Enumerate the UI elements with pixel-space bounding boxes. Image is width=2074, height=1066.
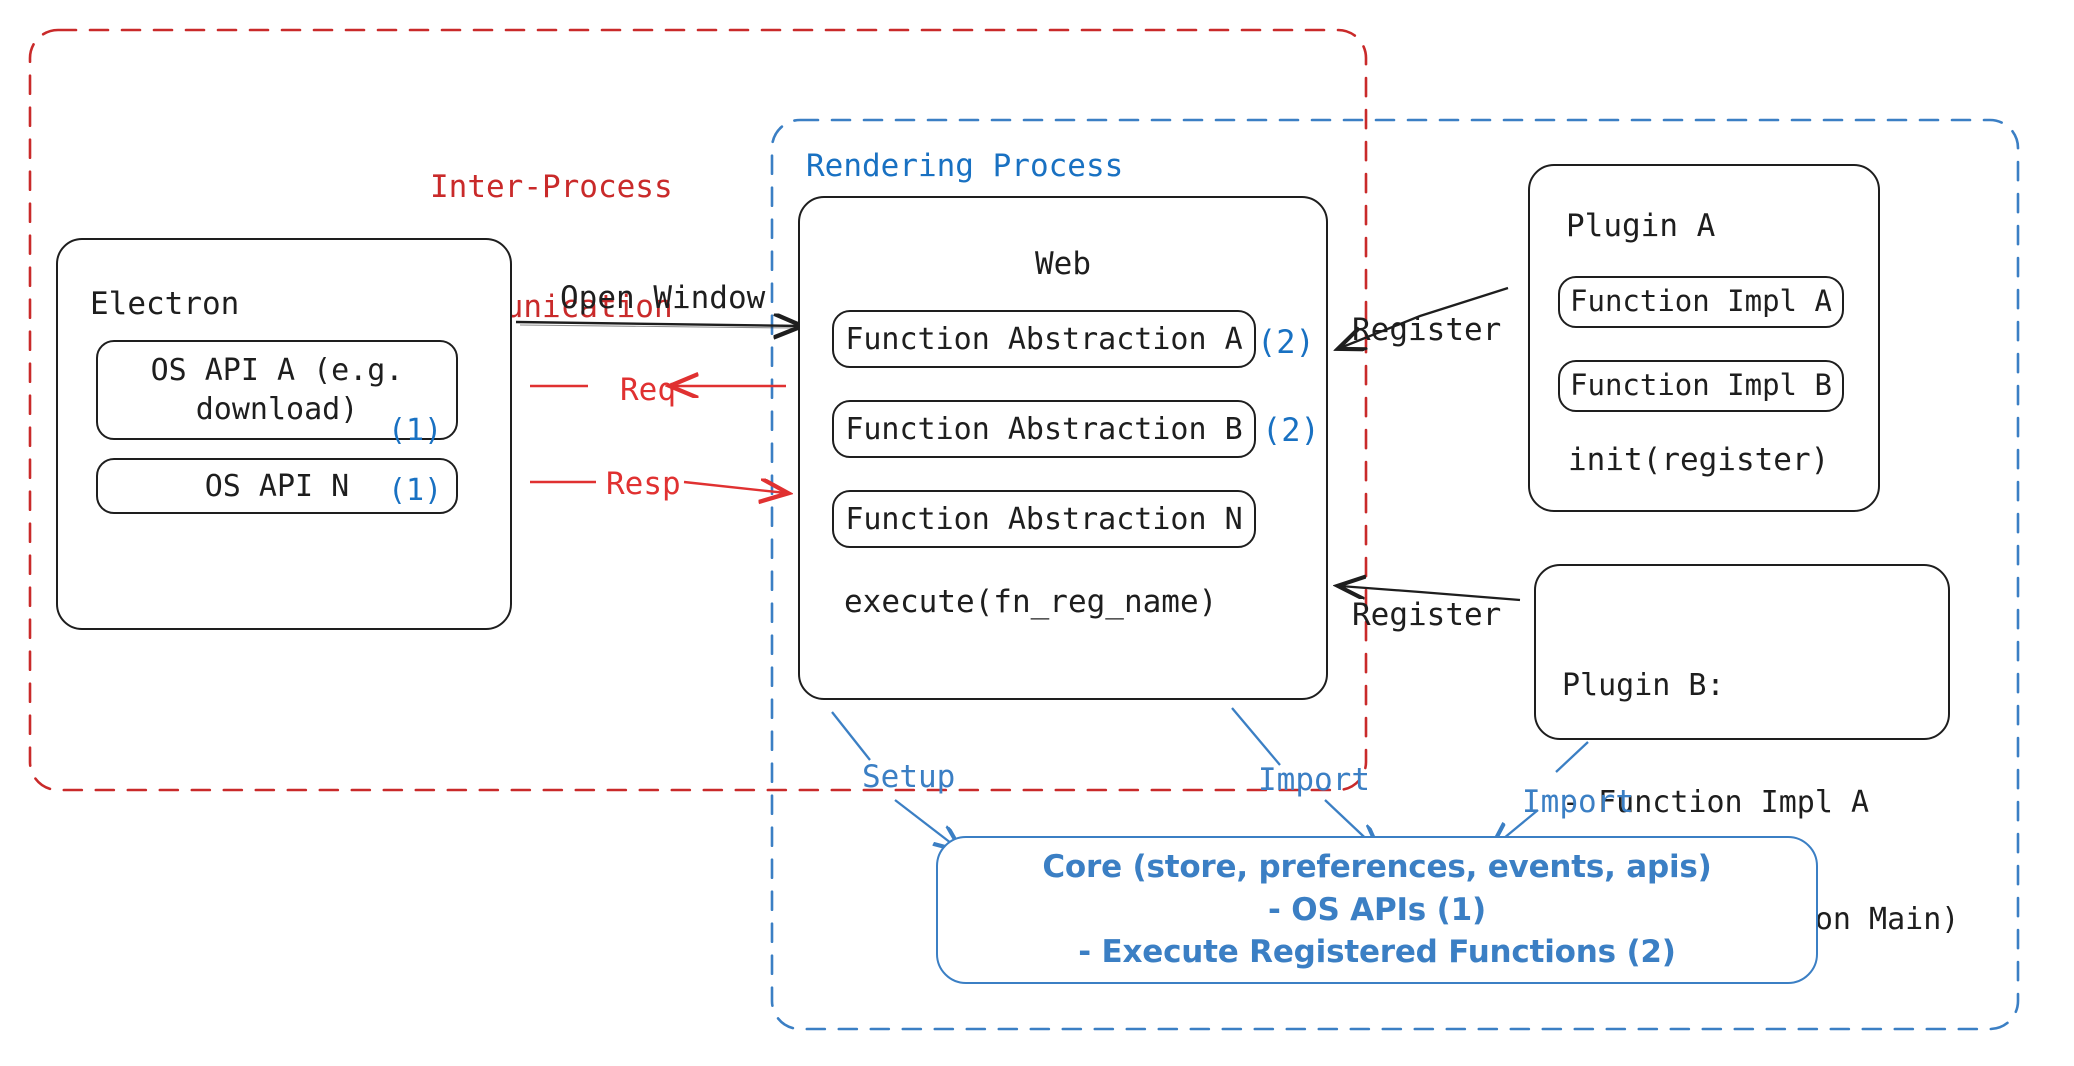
os-api-a-line-2: download) — [195, 392, 359, 427]
function-abstraction-n-text: Function Abstraction N — [845, 501, 1243, 537]
function-abstraction-b-label: Function Abstraction B — [834, 402, 1254, 456]
node-os-api-a[interactable]: OS API A (e.g. download) — [96, 340, 458, 440]
node-plugin-a[interactable]: Plugin A — [1528, 164, 1880, 512]
function-abstraction-a-text: Function Abstraction A — [845, 321, 1243, 357]
node-function-impl-b[interactable]: Function Impl B — [1558, 360, 1844, 412]
rendering-region-title: Rendering Process — [806, 148, 1124, 184]
node-core[interactable]: Core (store, preferences, events, apis) … — [936, 836, 1818, 984]
edge-label-register-plugin-b: Register — [1352, 597, 1502, 633]
node-function-abstraction-n[interactable]: Function Abstraction N — [832, 490, 1256, 548]
plugin-a-title: Plugin A — [1566, 208, 1716, 244]
web-title: Web — [1035, 246, 1091, 282]
os-api-n-label: OS API N — [98, 460, 456, 512]
node-function-abstraction-a[interactable]: Function Abstraction A — [832, 310, 1256, 368]
edge-label-resp: Resp — [606, 466, 681, 502]
function-abstraction-b-badge: (2) — [1262, 411, 1320, 449]
node-os-api-n[interactable]: OS API N — [96, 458, 458, 514]
node-function-abstraction-b[interactable]: Function Abstraction B — [832, 400, 1256, 458]
web-execute-footer: execute(fn_reg_name) — [844, 584, 1218, 620]
plugin-a-init-footer: init(register) — [1568, 442, 1830, 478]
function-impl-a-text: Function Impl A — [1570, 284, 1832, 319]
node-function-impl-a[interactable]: Function Impl A — [1558, 276, 1844, 328]
edge-label-setup: Setup — [862, 759, 956, 795]
function-impl-b-label: Function Impl B — [1560, 362, 1842, 410]
function-abstraction-b-text: Function Abstraction B — [845, 411, 1243, 447]
plugin-b-line-1: Plugin B: — [1562, 668, 1725, 703]
electron-title: Electron — [90, 286, 240, 322]
function-impl-a-label: Function Impl A — [1560, 278, 1842, 326]
edge-label-import-plugin: Import — [1522, 784, 1634, 820]
plugin-b-line-2: - Function Impl A — [1562, 785, 1870, 820]
edge-label-open-window: Open Window — [560, 280, 766, 316]
core-lines: Core (store, preferences, events, apis) … — [938, 838, 1816, 982]
os-api-a-line-1: OS API A (e.g. — [150, 353, 404, 388]
ipc-title-line-1: Inter-Process — [430, 168, 673, 205]
node-plugin-b[interactable]: Plugin B: - Function Impl A - Module (ru… — [1534, 564, 1959, 937]
core-line-2: - OS APIs (1) — [1268, 891, 1486, 928]
os-api-a-label: OS API A (e.g. download) — [98, 342, 456, 438]
function-abstraction-n-label: Function Abstraction N — [834, 492, 1254, 546]
edge-label-register-plugin-a: Register — [1352, 312, 1502, 348]
os-api-n-badge: (1) — [388, 473, 443, 508]
core-line-3: - Execute Registered Functions (2) — [1078, 934, 1676, 971]
core-line-1: Core (store, preferences, events, apis) — [1042, 848, 1712, 885]
function-abstraction-a-badge: (2) — [1257, 323, 1315, 361]
edge-label-import-web: Import — [1258, 762, 1370, 798]
function-abstraction-a-label: Function Abstraction A — [834, 312, 1254, 366]
os-api-n-text: OS API N — [204, 468, 350, 504]
function-impl-b-text: Function Impl B — [1570, 368, 1832, 403]
os-api-a-badge: (1) — [388, 413, 443, 448]
edge-label-req: Req — [620, 372, 676, 408]
